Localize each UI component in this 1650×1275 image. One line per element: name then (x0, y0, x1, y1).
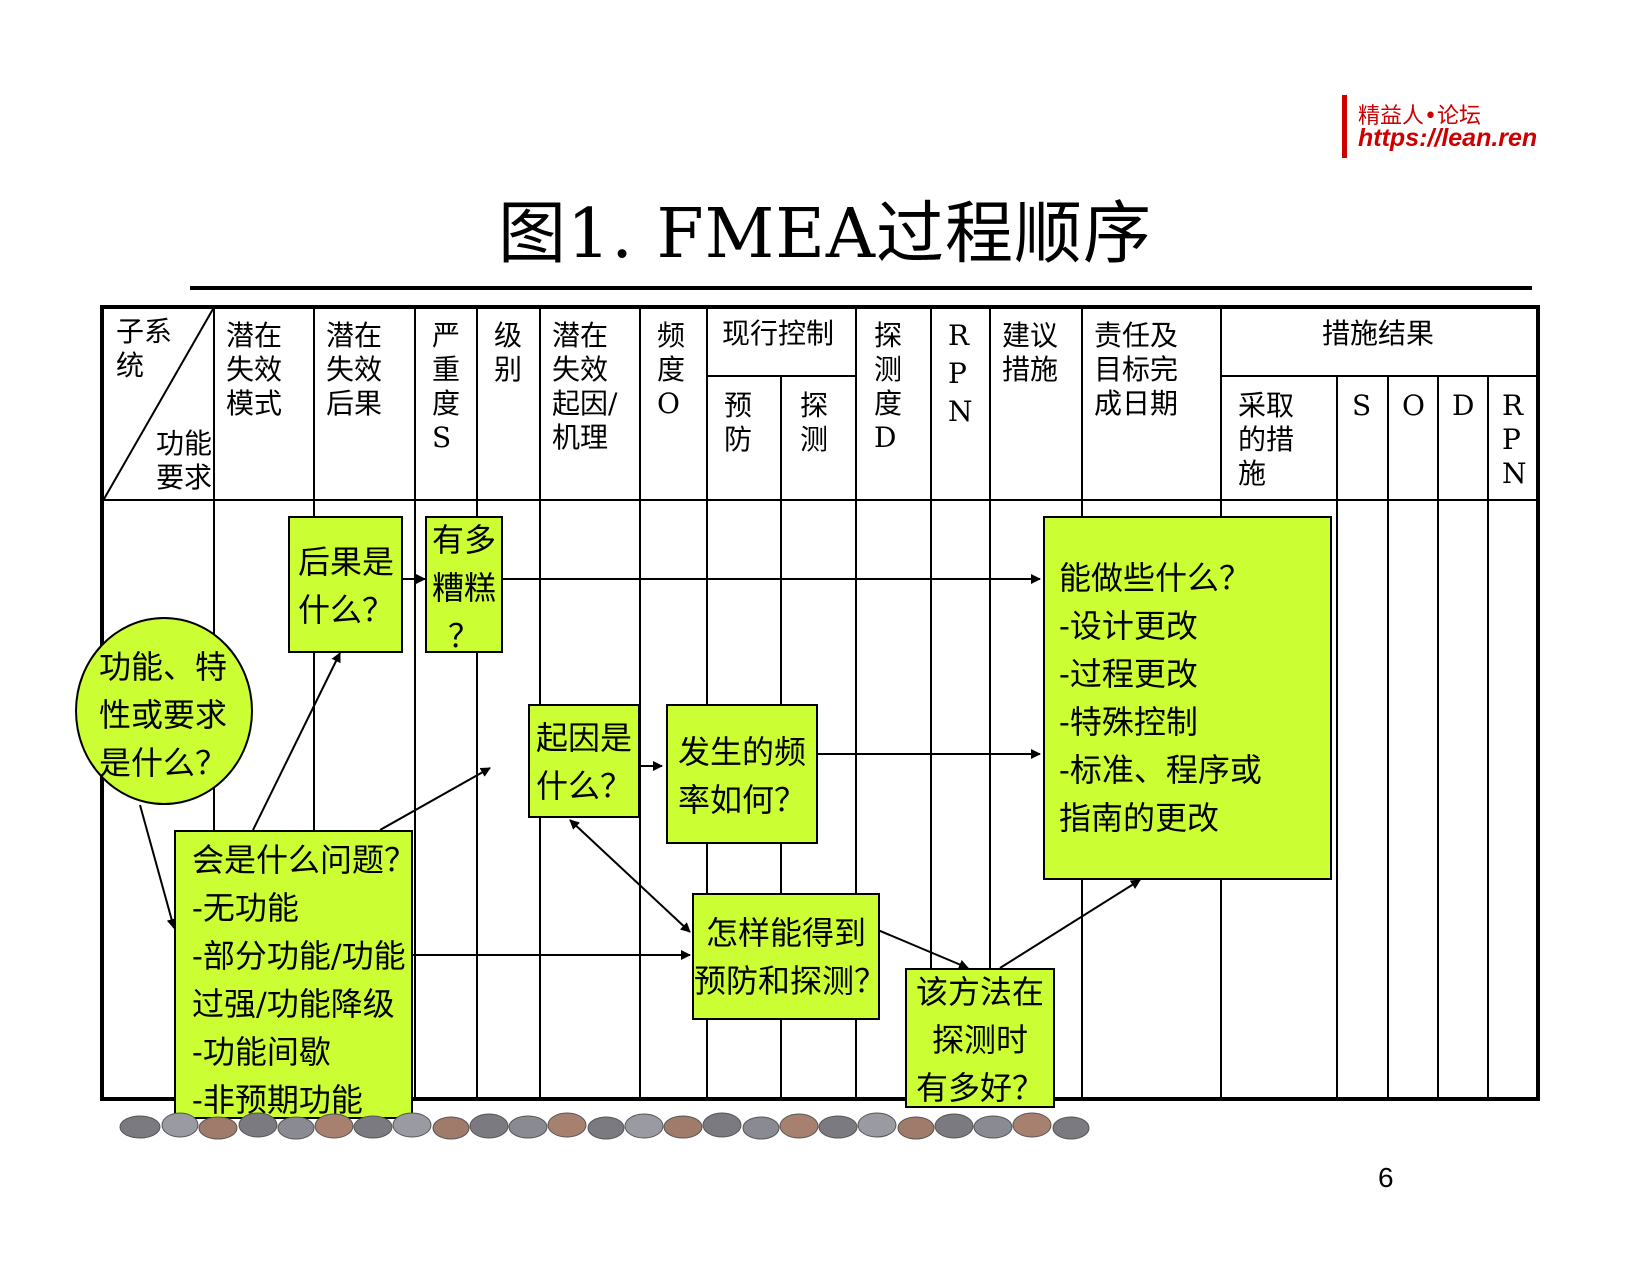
col-line (930, 309, 932, 1097)
header-bottom-line (104, 499, 1536, 501)
logo-name: 精益人•论坛 (1358, 104, 1481, 129)
logo-url: https://lean.ren (1358, 124, 1538, 152)
header-detection: 探 测 度 D (874, 319, 903, 454)
fmea-table: 子系 统 功能 要求 潜在 失效 模式 潜在 失效 后果 严 重 度 S 级 别… (100, 305, 1540, 1101)
col-line (476, 309, 478, 1097)
header-result-rpn: R P N (1502, 389, 1527, 490)
effect-question-box: 后果是 什么？ (288, 516, 403, 653)
col-line (1387, 375, 1389, 1097)
function-question-circle: 功能、特 性或要求 是什么？ (75, 617, 253, 805)
prevent-detect-question-box: 怎样能得到 预防和探测？ (692, 893, 887, 1020)
header-actions-taken: 采取 的措 施 (1238, 389, 1295, 490)
logo-bar (1342, 95, 1347, 158)
header-severity: 严 重 度 S (432, 319, 461, 454)
arrow-cause-prevent-bidirectional (569, 819, 691, 933)
header-failure-mode: 潜在 失效 模式 (226, 319, 283, 420)
actions-question-text: 能做些什么？ -设计更改 -过程更改 -特殊控制 -标准、程序或 指南的更改 (1059, 559, 1262, 837)
header-responsibility: 责任及 目标完 成日期 (1094, 319, 1179, 420)
header-action-results: 措施结果 (1321, 317, 1434, 350)
header-failure-effect: 潜在 失效 后果 (326, 319, 383, 420)
header-current-controls: 现行控制 (722, 317, 835, 350)
header-rpn: R P N (948, 319, 973, 428)
header-result-s: S (1352, 389, 1372, 422)
col-line (539, 309, 541, 1097)
failure-question-box: 会是什么问题？ -无功能 -部分功能/功能 过强/功能降级 -功能间歇 -非预期… (174, 830, 416, 1119)
header-diagonal (103, 308, 214, 500)
arrow-failure-to-cause (379, 767, 491, 831)
prevent-detect-question-text: 怎样能得到 预防和探测？ (694, 914, 887, 1000)
page-title: 图1. FMEA过程顺序 (497, 195, 1153, 274)
arrow-failure-to-effect (252, 652, 341, 831)
col-line (639, 309, 641, 1097)
header-result-o: O (1402, 389, 1425, 422)
arrow-function-to-failure (139, 804, 177, 929)
col-line (706, 309, 708, 1097)
col-line (989, 309, 991, 1097)
col-line (1487, 375, 1489, 1097)
effect-question-text: 后果是 什么？ (298, 543, 395, 629)
actions-question-box: 能做些什么？ -设计更改 -过程更改 -特殊控制 -标准、程序或 指南的更改 (1043, 516, 1332, 880)
header-cause: 潜在 失效 起因/ 机理 (552, 319, 618, 454)
decorative-stone-border (119, 1112, 1090, 1140)
col-line (1336, 375, 1338, 1097)
failure-question-text: 会是什么问题？ -无功能 -部分功能/功能 过强/功能降级 -功能间歇 -非预期… (192, 841, 417, 1119)
col-line (313, 309, 315, 1097)
arrow-detection-to-actions (999, 879, 1141, 969)
occurrence-question-box: 发生的频 率如何？ (666, 704, 818, 844)
page-number: 6 (1378, 1162, 1394, 1193)
header-subsystem: 子系 统 (116, 315, 173, 382)
detection-question-box: 该方法在 探测时 有多好？ (905, 968, 1055, 1108)
header-function-requirement: 功能 要求 (156, 427, 213, 494)
col-line (855, 309, 857, 1097)
header-prevention: 预 防 (724, 389, 753, 456)
occurrence-question-text: 发生的频 率如何？ (678, 733, 807, 819)
title-underline (190, 286, 1532, 290)
severity-question-text: 有多 糟糕 ？ (431, 521, 496, 655)
function-question-text: 功能、特 性或要求 是什么？ (99, 648, 228, 782)
header-detection-control: 探 测 (800, 389, 829, 456)
header-occurrence: 频 度 O (657, 319, 686, 420)
col-line (414, 309, 416, 1097)
cause-question-text: 起因是 什么？ (536, 719, 633, 805)
header-result-d: D (1452, 389, 1475, 422)
cause-question-box: 起因是 什么？ (528, 704, 640, 818)
results-sub-line (1220, 375, 1536, 377)
arrow-prevent-to-detection (865, 924, 969, 970)
header-classification: 级 别 (494, 319, 523, 386)
col-line (1437, 375, 1439, 1097)
header-recommended-actions: 建议 措施 (1002, 319, 1059, 386)
detection-question-text: 该方法在 探测时 有多好？ (915, 973, 1044, 1107)
severity-question-box: 有多 糟糕 ？ (425, 516, 503, 655)
